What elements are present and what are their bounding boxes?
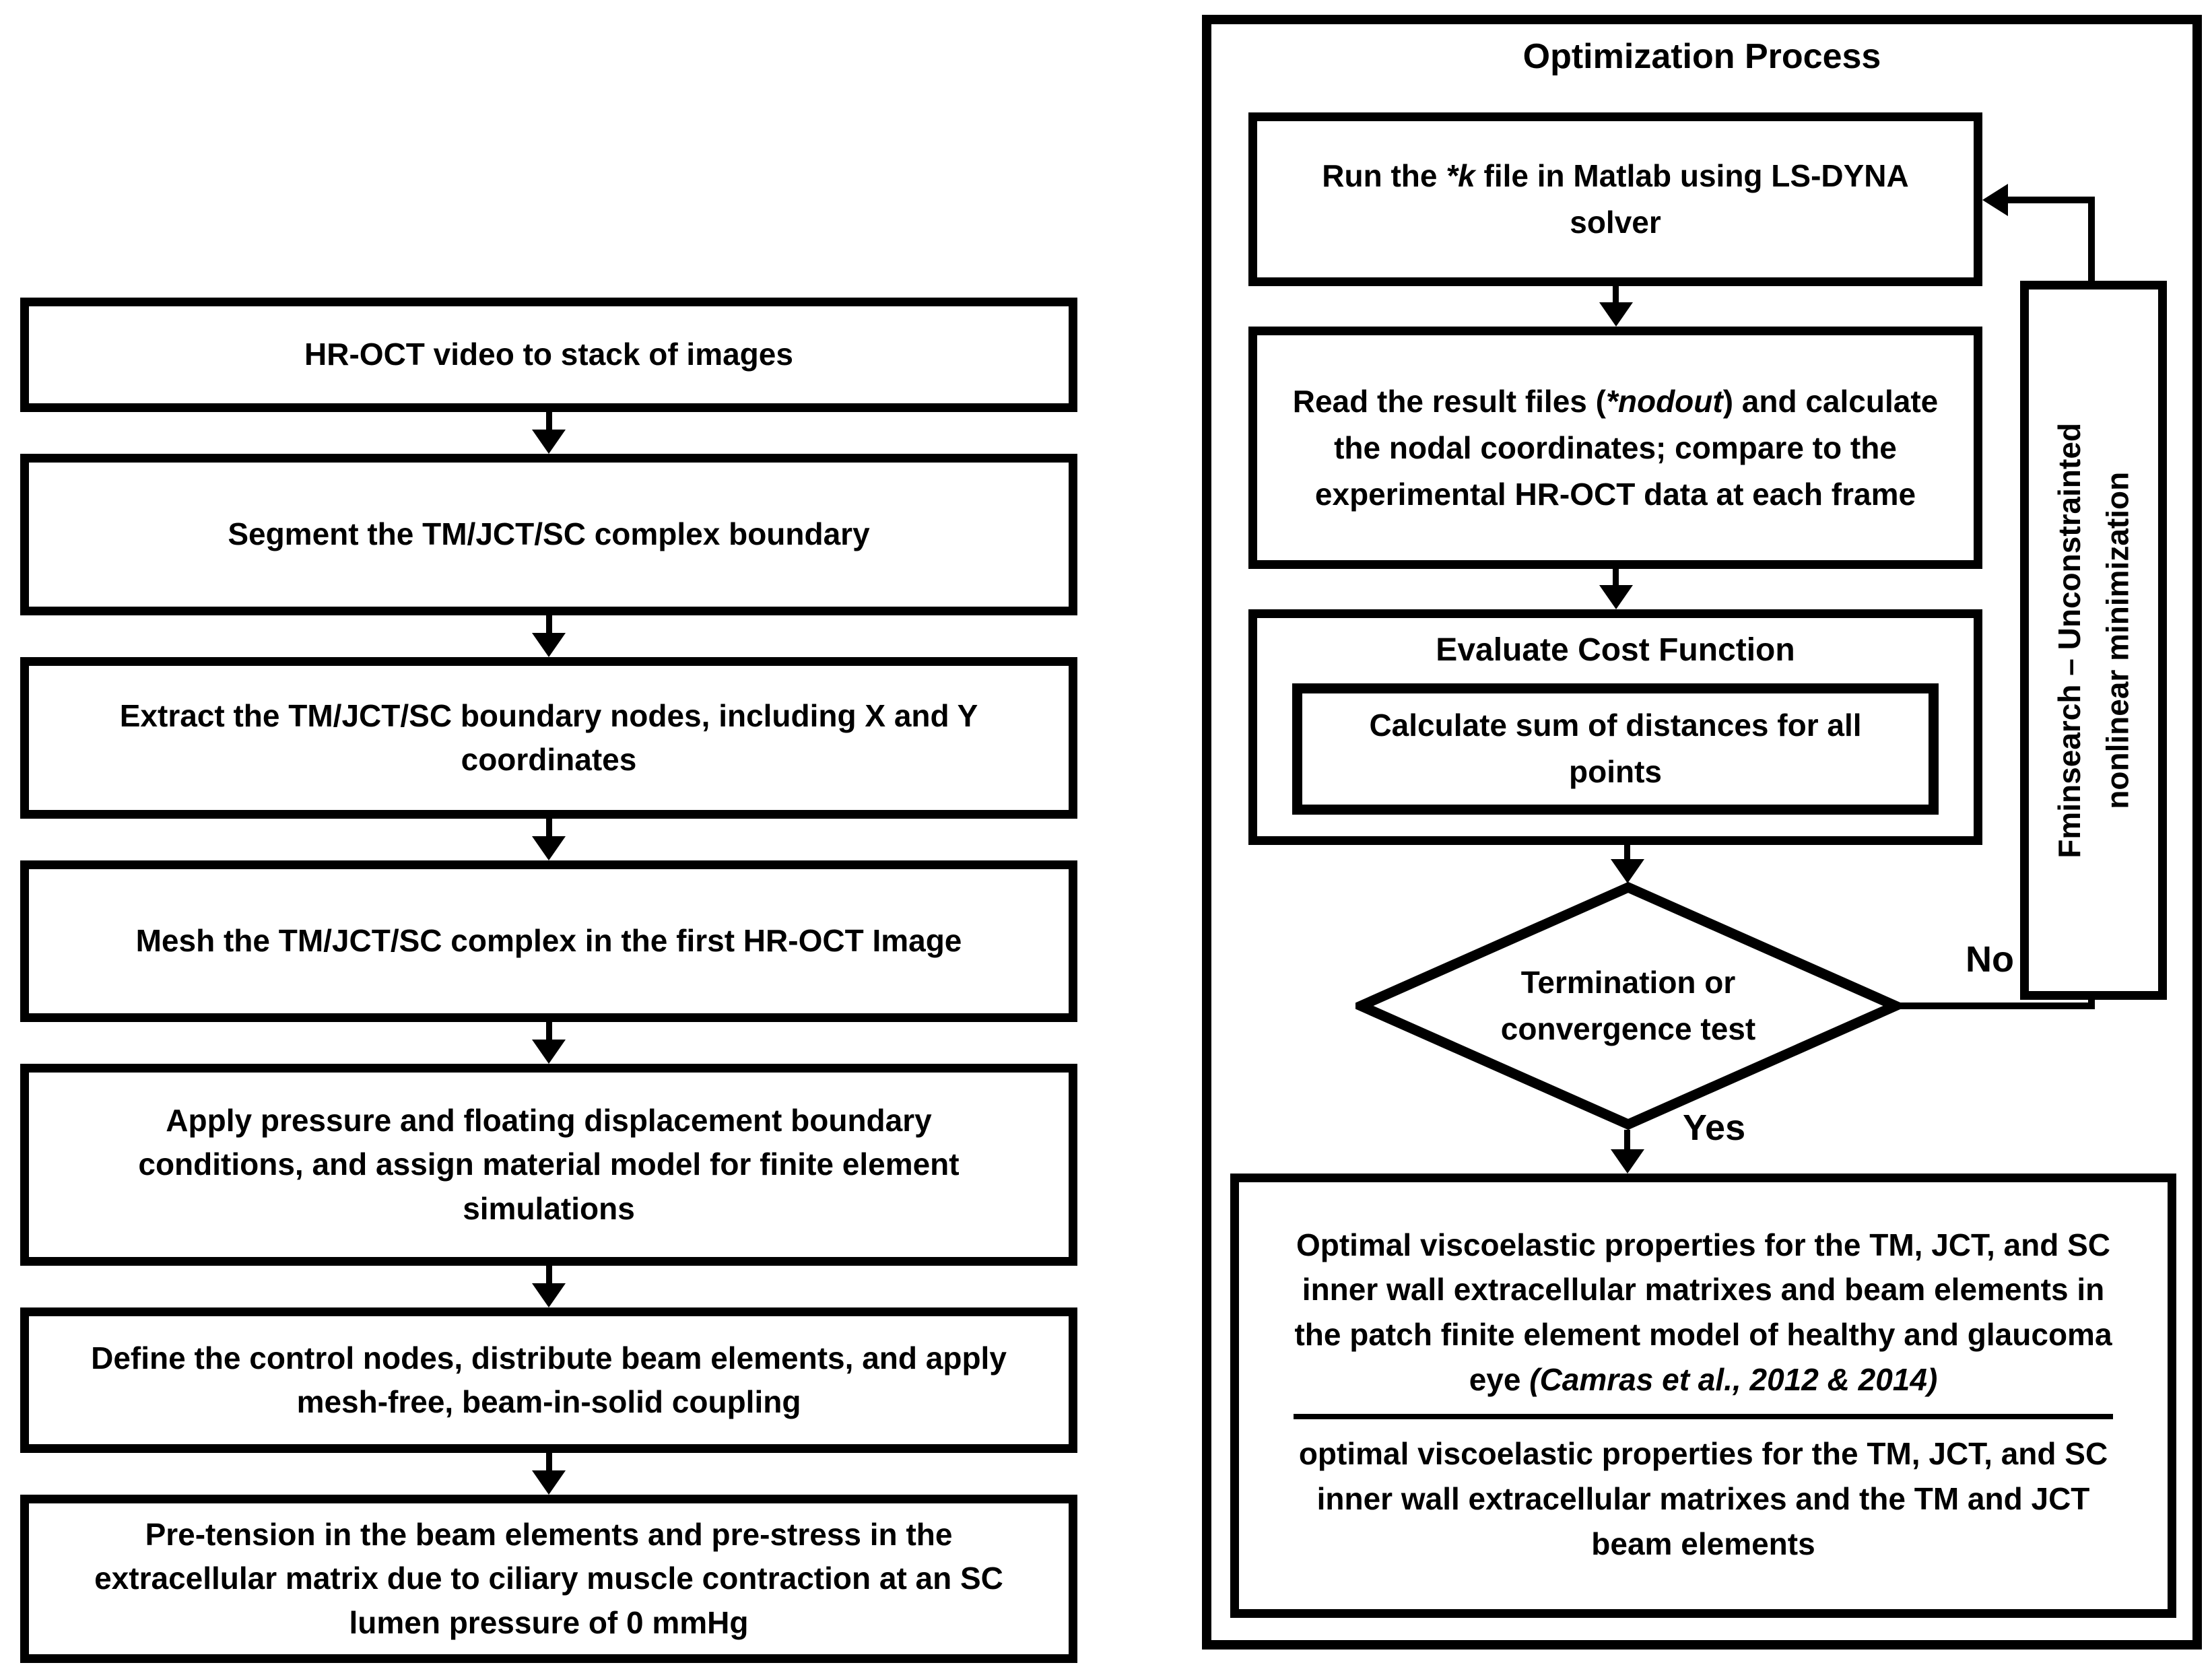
arrow-shaft bbox=[545, 412, 552, 430]
label-segment: file in Matlab using LS-DYNA solver bbox=[1475, 158, 1909, 240]
result-secondary-text: optimal viscoelastic properties for the … bbox=[1298, 1436, 2108, 1561]
yes-branch-label: Yes bbox=[1683, 1108, 1746, 1148]
step-box-mesh-complex: Mesh the TM/JCT/SC complex in the first … bbox=[20, 860, 1077, 1022]
arrow-shaft bbox=[545, 1022, 552, 1040]
label-segment-italic: *nodout bbox=[1605, 383, 1723, 419]
arrow-down-icon bbox=[20, 615, 1077, 657]
minimizer-line: Fminsearch – Unconstrainted bbox=[2051, 422, 2087, 858]
step-label: Mesh the TM/JCT/SC complex in the first … bbox=[135, 923, 962, 959]
arrow-shaft bbox=[545, 1266, 552, 1283]
arrow-shaft bbox=[1624, 1130, 1630, 1151]
label-segment-italic: *k bbox=[1446, 158, 1475, 193]
arrow-head-icon bbox=[532, 836, 566, 860]
minimizer-line: nonlinear minimization bbox=[2100, 471, 2135, 809]
arrow-shaft bbox=[545, 819, 552, 836]
evaluate-cost-function-title: Evaluate Cost Function bbox=[1436, 632, 1795, 668]
label-segment: ) and calculate the nodal coordinates; c… bbox=[1314, 383, 1939, 512]
read-results-box: Read the result files (*nodout) and calc… bbox=[1248, 327, 1982, 569]
step-box-apply-pressure-bc: Apply pressure and floating displacement… bbox=[20, 1064, 1077, 1266]
decision-label-wrap: Termination or convergence test bbox=[1355, 882, 1901, 1130]
arrow-down-icon bbox=[20, 412, 1077, 454]
fminsearch-minimizer-label: Fminsearch – Unconstrainted nonlinear mi… bbox=[2046, 423, 2142, 858]
arrow-shaft bbox=[545, 1453, 552, 1470]
label-segment: Run the bbox=[1322, 158, 1446, 193]
step-box-video-to-images: HR-OCT video to stack of images bbox=[20, 298, 1077, 412]
optimal-properties-result-box: Optimal viscoelastic properties for the … bbox=[1230, 1174, 2176, 1618]
label-segment-italic: (Camras et al., 2012 & 2014) bbox=[1529, 1361, 1938, 1397]
arrow-head-icon bbox=[532, 633, 566, 657]
step-label: Extract the TM/JCT/SC boundary nodes, in… bbox=[119, 698, 978, 777]
result-primary-text: Optimal viscoelastic properties for the … bbox=[1283, 1223, 2124, 1402]
no-branch-label: No bbox=[1966, 939, 2014, 980]
step-label: Apply pressure and floating displacement… bbox=[138, 1103, 960, 1226]
arrow-shaft bbox=[1613, 286, 1619, 304]
arrow-head-icon bbox=[1611, 1149, 1644, 1174]
step-box-extract-nodes: Extract the TM/JCT/SC boundary nodes, in… bbox=[20, 657, 1077, 819]
read-results-label: Read the result files (*nodout) and calc… bbox=[1257, 378, 1974, 518]
step-label: HR-OCT video to stack of images bbox=[304, 337, 793, 372]
calculate-distances-box: Calculate sum of distances for all point… bbox=[1292, 683, 1939, 815]
preprocessing-pipeline: HR-OCT video to stack of images Segment … bbox=[20, 298, 1077, 1663]
step-label: Segment the TM/JCT/SC complex boundary bbox=[228, 516, 870, 552]
arrow-head-icon bbox=[1611, 859, 1644, 883]
arrow-head-icon bbox=[532, 1283, 566, 1307]
arrow-down-icon bbox=[20, 1453, 1077, 1495]
arrow-head-icon bbox=[1599, 585, 1633, 609]
decision-label: Termination or convergence test bbox=[1500, 965, 1756, 1046]
step-label: Define the control nodes, distribute bea… bbox=[91, 1340, 1007, 1419]
arrow-down-icon bbox=[20, 1022, 1077, 1064]
arrow-head-icon bbox=[532, 1040, 566, 1064]
fminsearch-minimizer-box: Fminsearch – Unconstrainted nonlinear mi… bbox=[2020, 281, 2167, 1000]
calculate-distances-label: Calculate sum of distances for all point… bbox=[1369, 708, 1862, 790]
feedback-line-bottom bbox=[1900, 1003, 2095, 1009]
label-segment: Read the result files ( bbox=[1292, 383, 1606, 419]
step-box-segment-boundary: Segment the TM/JCT/SC complex boundary bbox=[20, 454, 1077, 615]
arrow-shaft bbox=[1624, 845, 1630, 860]
termination-decision-diamond: Termination or convergence test bbox=[1355, 882, 1901, 1130]
arrow-down-icon bbox=[20, 1266, 1077, 1307]
run-kfile-box: Run the *k file in Matlab using LS-DYNA … bbox=[1248, 112, 1982, 286]
arrow-head-icon bbox=[1599, 302, 1633, 327]
arrow-shaft bbox=[1613, 569, 1619, 586]
evaluate-cost-function-box: Evaluate Cost Function Calculate sum of … bbox=[1248, 609, 1982, 845]
result-divider bbox=[1294, 1414, 2113, 1420]
feedback-line-top bbox=[2007, 197, 2095, 203]
arrow-shaft bbox=[545, 615, 552, 633]
label-segment: Optimal viscoelastic properties for the … bbox=[1294, 1227, 2112, 1397]
step-box-pretension-prestress: Pre-tension in the beam elements and pre… bbox=[20, 1495, 1077, 1663]
arrow-head-icon bbox=[532, 1470, 566, 1495]
arrow-down-icon bbox=[20, 819, 1077, 860]
arrow-head-icon bbox=[532, 430, 566, 454]
panel-title: Optimization Process bbox=[1522, 37, 1881, 76]
run-kfile-label: Run the *k file in Matlab using LS-DYNA … bbox=[1257, 153, 1974, 246]
step-label: Pre-tension in the beam elements and pre… bbox=[94, 1517, 1003, 1640]
step-box-define-control-nodes: Define the control nodes, distribute bea… bbox=[20, 1307, 1077, 1453]
optimization-process-panel: Optimization Process Run the *k file in … bbox=[1202, 15, 2202, 1650]
diamond-shape bbox=[1355, 882, 1901, 1130]
arrow-head-left-icon bbox=[1982, 184, 2008, 216]
